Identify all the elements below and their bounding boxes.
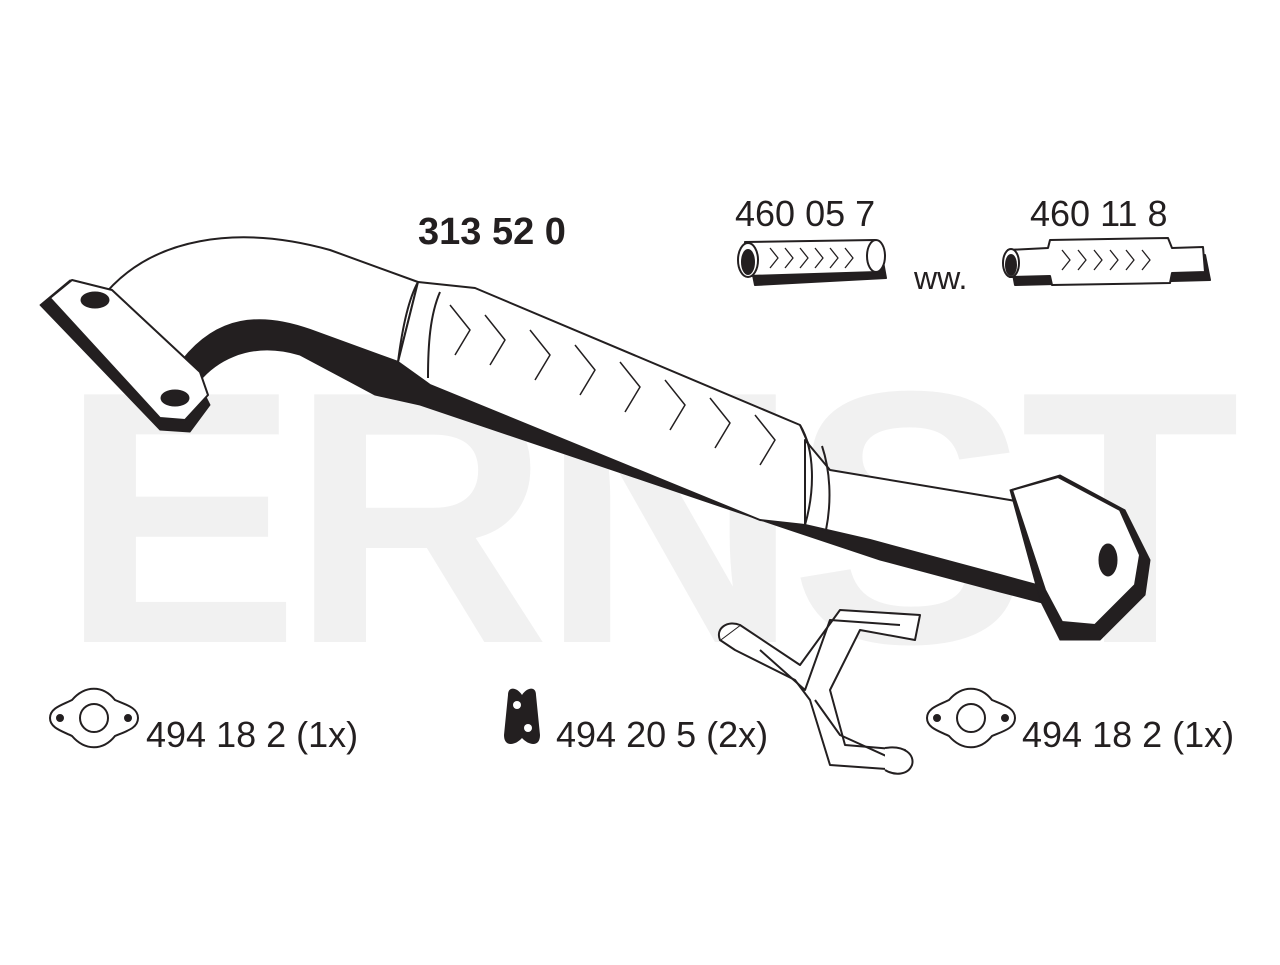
outlet-flange — [1011, 476, 1141, 626]
inlet-flange — [49, 279, 209, 421]
flex-pipe-number-1: 460 05 7 — [735, 193, 876, 234]
main-part-number: 313 52 0 — [418, 211, 566, 253]
pipe-bracket — [717, 609, 921, 775]
gasket-left-number: 494 18 2 (1x) — [146, 714, 359, 755]
front-pipe — [39, 236, 1151, 641]
pipe-bend-inlet — [99, 236, 419, 379]
gasket-right-number: 494 18 2 (1x) — [1022, 714, 1235, 755]
rubber-hanger-icon — [504, 688, 540, 744]
hanger-number: 494 20 5 (2x) — [556, 714, 769, 755]
gasket-icon-right — [925, 687, 1017, 749]
alternative-label: ww. — [914, 260, 968, 296]
flex-chevrons — [449, 304, 776, 466]
gasket-icon — [48, 687, 140, 749]
flex-pipe-460057 — [737, 239, 887, 286]
flex-pipe-460118 — [1002, 237, 1211, 286]
flex-pipe-number-2: 460 11 8 — [1030, 193, 1168, 234]
